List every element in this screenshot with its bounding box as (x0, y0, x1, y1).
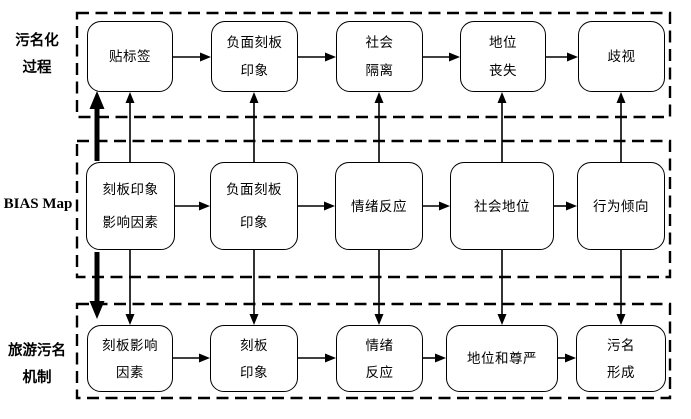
r3-box-stigma-formation: 污名 形成 (576, 325, 666, 392)
r1-box-social-isolation: 社会 隔离 (336, 21, 423, 92)
arrow-down-col1 (125, 250, 135, 325)
arrow-row2-1to2 (175, 201, 210, 211)
thick-up-arrow (89, 91, 105, 161)
arrow-row3-2to3 (298, 353, 336, 363)
r1-box-discrimination: 歧视 (578, 21, 665, 92)
r1-box-negative-stereotype: 负面刻板 印象 (211, 21, 298, 92)
r2-box-negative-stereotype: 负面刻板 印象 (210, 162, 298, 250)
side-label-tourism-stigma-mechanism: 旅游污名 机制 (8, 343, 66, 386)
arrow-up-col2 (249, 92, 259, 162)
arrow-row2-4to5 (554, 201, 577, 211)
r2-box-behavioral-tendency: 行为倾向 (577, 162, 665, 250)
row3-dashed-frame (75, 302, 672, 400)
arrow-up-col4 (497, 92, 507, 162)
row2-dashed-frame (75, 139, 672, 279)
arrow-row3-1to2 (173, 353, 210, 363)
r3-box-stereotype-influence-factors: 刻板影响 因素 (87, 325, 173, 392)
r2-box-emotional-reaction: 情绪反应 (335, 162, 423, 250)
arrow-up-col1 (125, 92, 135, 162)
arrow-down-col4 (497, 250, 507, 325)
r2-box-stereotype-influencing-factors: 刻板印象 影响因素 (86, 162, 175, 250)
r2-box-social-status: 社会地位 (450, 162, 554, 250)
arrow-row1-2to3 (298, 52, 336, 62)
arrow-row1-4to5 (546, 52, 578, 62)
arrow-row2-3to4 (423, 201, 450, 211)
arrow-row1-3to4 (423, 52, 460, 62)
r1-box-labeling: 贴标签 (87, 21, 173, 92)
r3-box-status-and-dignity: 地位和尊严 (446, 325, 558, 392)
arrow-up-col3 (374, 92, 384, 162)
arrow-row3-3to4 (423, 353, 446, 363)
arrow-down-col5 (616, 250, 626, 325)
arrow-down-col2 (249, 250, 259, 325)
arrow-row2-2to3 (298, 201, 335, 211)
row1-dashed-frame (75, 11, 672, 119)
r3-box-emotional-reaction: 情绪 反应 (336, 325, 423, 392)
side-label-stigmatization-process: 污名化 过程 (15, 33, 59, 76)
r1-box-status-loss: 地位 丧失 (460, 21, 546, 92)
arrow-row3-4to5 (558, 353, 576, 363)
thick-down-arrow (89, 252, 105, 319)
r3-box-stereotype: 刻板 印象 (210, 325, 298, 392)
arrow-up-col5 (616, 92, 626, 162)
arrow-down-col3 (374, 250, 384, 325)
arrow-row1-1to2 (173, 52, 211, 62)
side-label-bias-map: BIAS Map (3, 196, 73, 212)
